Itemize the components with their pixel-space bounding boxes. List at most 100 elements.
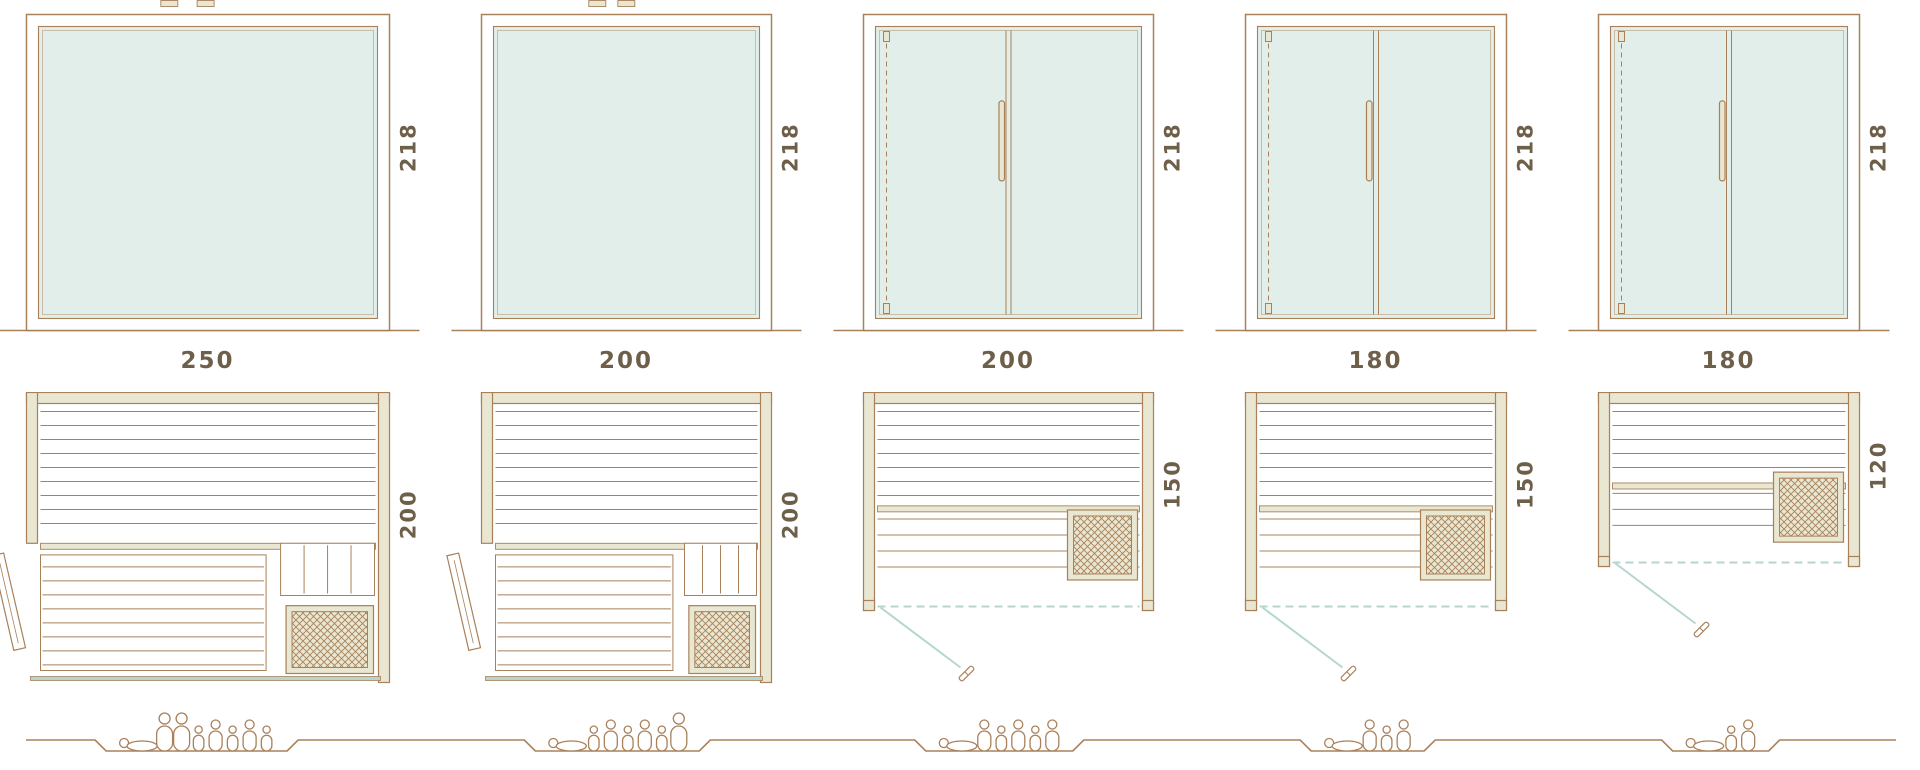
capacity-group xyxy=(118,712,273,752)
reclining-person-icon xyxy=(1324,737,1335,749)
hinge-cap-icon xyxy=(1618,31,1625,42)
person-icon xyxy=(1031,725,1040,734)
glass-inner-line xyxy=(1261,30,1491,315)
glass-panel xyxy=(492,25,761,320)
person-icon xyxy=(260,734,273,752)
front-elevation: 218 xyxy=(833,13,1185,332)
person-icon xyxy=(1047,719,1058,730)
door-swing-line xyxy=(1614,562,1697,625)
glass-front-line xyxy=(485,676,763,681)
door-swing-handle xyxy=(1340,665,1357,682)
bench-edge xyxy=(40,542,376,550)
heater xyxy=(1779,477,1838,537)
depth-dimension-label: 150 xyxy=(1161,459,1185,509)
capacity-group xyxy=(1685,719,1756,752)
person-icon xyxy=(226,734,239,752)
plan-group: 200 xyxy=(0,392,421,684)
person-icon xyxy=(172,725,191,752)
hinge-cap-icon xyxy=(1265,303,1272,314)
bench-edge xyxy=(1612,482,1846,490)
person-icon xyxy=(1029,734,1042,752)
wall-back xyxy=(862,392,1155,405)
person-icon xyxy=(655,734,668,752)
bench-edge xyxy=(495,542,758,550)
glass-inner-line xyxy=(879,30,1138,315)
handle-icon-line xyxy=(964,671,969,676)
glass-panel xyxy=(1609,25,1849,320)
height-dimension-label: 218 xyxy=(1161,122,1185,172)
person-icon xyxy=(192,734,205,752)
bench-edge xyxy=(877,505,1140,513)
person-icon xyxy=(244,719,255,730)
person-icon xyxy=(657,725,667,734)
lower-bench xyxy=(495,554,674,671)
person-icon xyxy=(208,730,223,752)
door-swing-handle xyxy=(1693,621,1710,638)
depth-dimension-label: 200 xyxy=(397,489,421,539)
person-icon xyxy=(262,725,271,734)
depth-dimension-label: 150 xyxy=(1514,459,1538,509)
person-icon xyxy=(242,730,257,752)
plan-view: 150 xyxy=(1244,392,1538,682)
front-group: 218 xyxy=(0,0,421,332)
person-icon xyxy=(158,712,171,725)
door-swing-line xyxy=(879,606,962,669)
glass-inner-line xyxy=(42,30,374,315)
reclining-person-icon xyxy=(555,740,587,752)
person-icon xyxy=(1398,719,1409,730)
wall-right xyxy=(377,392,391,684)
person-icon xyxy=(997,725,1006,734)
wall-back xyxy=(1597,392,1861,405)
person-icon xyxy=(605,719,616,730)
person-icon xyxy=(979,719,990,730)
door-leaf xyxy=(446,552,482,652)
door-leaf xyxy=(0,552,27,652)
plan-view: 200 xyxy=(446,392,803,684)
capacity-ground-strip xyxy=(26,712,1896,752)
wall-right xyxy=(1494,392,1508,612)
wall-back xyxy=(480,392,773,405)
glass-inner-line xyxy=(497,30,756,315)
heater xyxy=(291,611,369,668)
person-icon xyxy=(1382,725,1391,734)
person-icon xyxy=(175,712,188,725)
wall-left xyxy=(1597,392,1611,568)
lower-bench xyxy=(40,554,267,671)
front-elevation: 218 xyxy=(451,0,803,332)
height-dimension-label: 218 xyxy=(1514,122,1538,172)
person-icon xyxy=(1380,734,1393,752)
width-dimension-label: 200 xyxy=(598,348,653,374)
plan-group: 150 xyxy=(862,392,1185,682)
person-icon xyxy=(672,712,685,725)
wall-end-cap xyxy=(1244,599,1258,612)
wall-right xyxy=(1141,392,1155,612)
height-dimension-label: 218 xyxy=(1867,122,1891,172)
wall-end-cap xyxy=(1847,555,1861,568)
front-group: 218 xyxy=(451,0,803,332)
door-leaf-line xyxy=(0,560,19,644)
depth-dimension-label: 120 xyxy=(1867,441,1891,491)
person-icon xyxy=(1726,725,1736,734)
reclining-person-icon xyxy=(938,737,949,749)
plan-view: 200 xyxy=(0,392,421,684)
wall-back xyxy=(1244,392,1508,405)
wall-left xyxy=(25,392,39,544)
person-icon xyxy=(623,725,633,734)
glass-panel xyxy=(1256,25,1496,320)
door-swing-line xyxy=(1261,606,1344,669)
person-icon xyxy=(1743,719,1754,730)
plan-group: 200 xyxy=(446,392,803,684)
front-group: 218 xyxy=(833,13,1185,332)
width-dimension-label: 180 xyxy=(1348,348,1403,374)
door-handle-icon xyxy=(1718,100,1726,182)
front-elevation: 218 xyxy=(1215,13,1538,332)
glass-panel xyxy=(874,25,1143,320)
handle-icon-line xyxy=(1346,671,1351,676)
hinge-cap-icon xyxy=(883,303,890,314)
plan-group: 150 xyxy=(1244,392,1538,682)
crop-mark xyxy=(617,0,636,7)
person-icon xyxy=(670,725,688,752)
wall-end-cap xyxy=(1597,555,1611,568)
reclining-person-icon xyxy=(1685,737,1696,749)
front-group: 218 xyxy=(1568,13,1891,332)
